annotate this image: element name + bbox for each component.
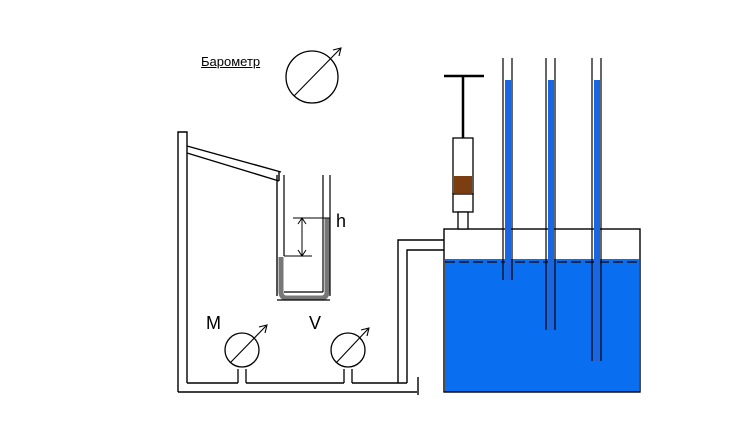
piston-head — [454, 176, 472, 193]
voltmeter-label: V — [309, 313, 322, 333]
connecting-pipe — [397, 239, 444, 383]
left-frame-pipe — [177, 131, 419, 395]
capillary-tube-1 — [502, 58, 513, 280]
water-tank — [443, 228, 641, 393]
piston-syringe[interactable] — [444, 74, 484, 230]
height-label: h — [336, 211, 347, 231]
voltmeter-gauge-icon[interactable] — [330, 327, 370, 383]
barometer-gauge-icon[interactable] — [285, 47, 342, 104]
capillary-tube-3 — [591, 58, 602, 361]
manometer-gauge-icon[interactable] — [224, 324, 268, 383]
water-body — [445, 259, 639, 392]
manometer-label: M — [206, 313, 221, 333]
u-tube-manometer — [276, 175, 331, 301]
barometer-label: Барометр — [201, 54, 261, 69]
capillary-tube-2 — [545, 58, 556, 330]
